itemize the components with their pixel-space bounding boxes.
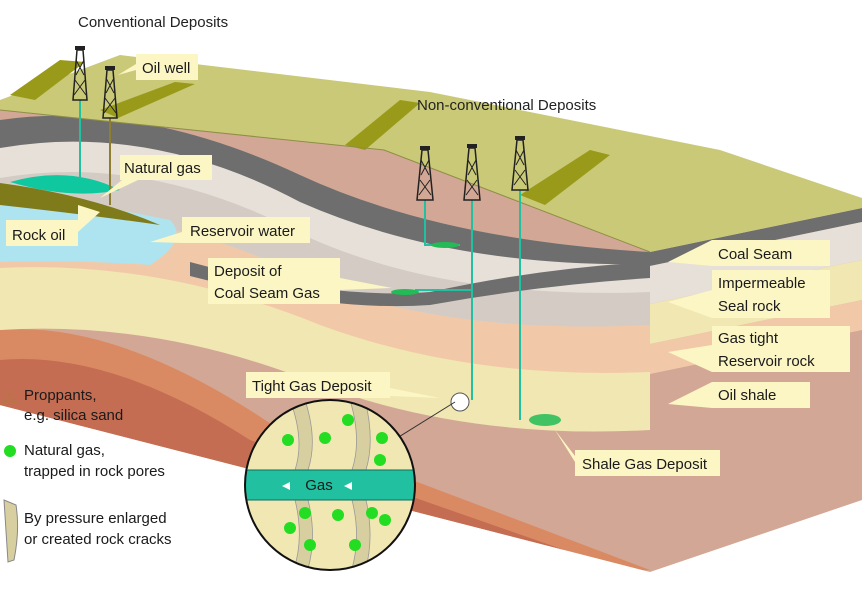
gas-tight-label-1: Gas tight [718, 330, 779, 347]
oil-derrick-icon [416, 146, 434, 201]
seal-rock-label-2: Seal rock [718, 298, 781, 315]
oil-derrick-icon [72, 46, 88, 101]
non-conventional-heading: Non-conventional Deposits [417, 97, 596, 114]
shale-gas-deposit-marks [529, 414, 561, 426]
tight-gas-label: Tight Gas Deposit [252, 378, 372, 395]
oil-derrick-icon [511, 136, 529, 191]
well-pipes [79, 100, 521, 420]
legend: Proppants, e.g. silica sand Natural gas,… [3, 387, 172, 563]
gas-dot-icon [4, 445, 16, 457]
layer-callouts: Coal Seam Impermeable Seal rock Gas tigh… [668, 240, 850, 408]
callouts: Oil well Natural gas Rock oil Reservoir … [6, 54, 720, 476]
legend-proppants-2: e.g. silica sand [24, 407, 123, 424]
legend-proppants-1: Proppants, [24, 387, 97, 404]
proppant-icon [3, 391, 17, 404]
gas-label: Gas [305, 477, 333, 494]
oil-derrick-icon [463, 144, 481, 201]
oil-well-label: Oil well [142, 60, 190, 77]
seal-rock-label-1: Impermeable [718, 275, 806, 292]
legend-gas-2: trapped in rock pores [24, 463, 165, 480]
reservoir-water-label: Reservoir water [190, 223, 295, 240]
shale-gas-label: Shale Gas Deposit [582, 456, 708, 473]
legend-cracks-2: or created rock cracks [24, 531, 172, 548]
natural-gas-label: Natural gas [124, 160, 201, 177]
coal-seam-gas-label-2: Coal Seam Gas [214, 285, 320, 302]
tight-gas-deposit-marker [450, 392, 470, 412]
legend-cracks-1: By pressure enlarged [24, 510, 167, 527]
conventional-heading: Conventional Deposits [78, 14, 228, 31]
coal-seam-label: Coal Seam [718, 246, 792, 263]
coal-seam-gas-label-1: Deposit of [214, 263, 282, 280]
pore-magnifier: Gas [244, 399, 416, 571]
oil-shale-label: Oil shale [718, 387, 776, 404]
coal-gas-deposit-marks [391, 242, 459, 295]
ground-surface [0, 55, 862, 253]
legend-gas-1: Natural gas, [24, 442, 105, 459]
gas-tight-label-2: Reservoir rock [718, 353, 815, 370]
oil-derrick-icon [102, 66, 118, 119]
rock-oil-label: Rock oil [12, 227, 65, 244]
rock-crack-icon [3, 499, 19, 563]
